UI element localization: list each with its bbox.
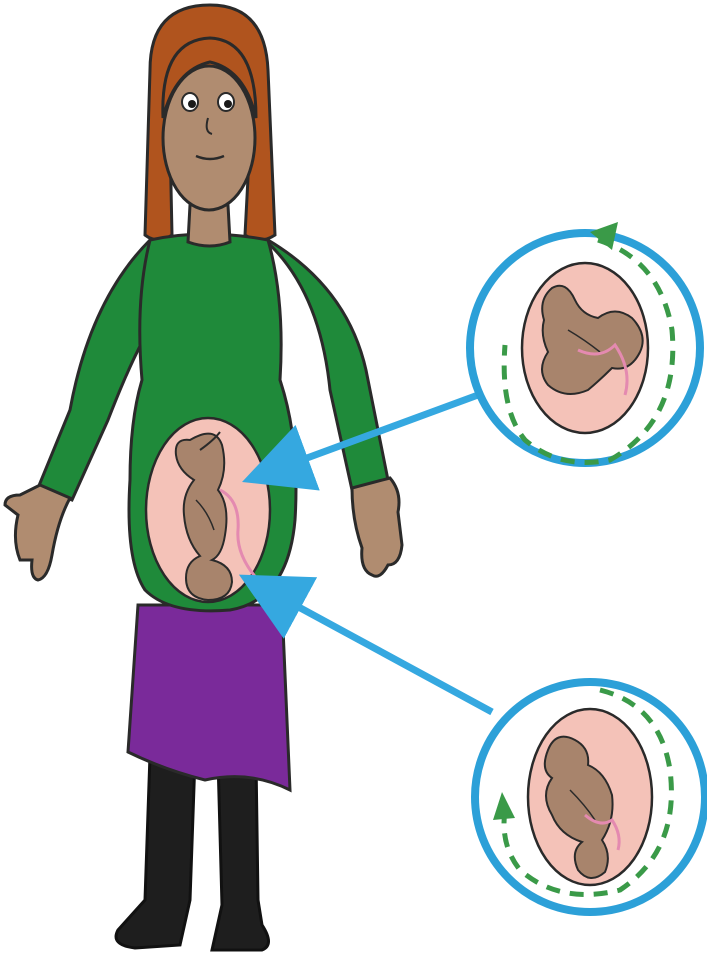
skirt xyxy=(128,605,290,790)
right-leg xyxy=(212,760,269,950)
pointer-arrow-bottom xyxy=(282,598,492,712)
left-leg xyxy=(116,755,195,948)
left-hand xyxy=(5,485,70,580)
womb-head-down xyxy=(146,418,270,602)
right-hand xyxy=(352,478,402,576)
circle-baby-turning-top xyxy=(470,222,700,463)
pregnant-woman xyxy=(5,5,402,950)
circle-baby-turning-bottom xyxy=(475,682,705,912)
